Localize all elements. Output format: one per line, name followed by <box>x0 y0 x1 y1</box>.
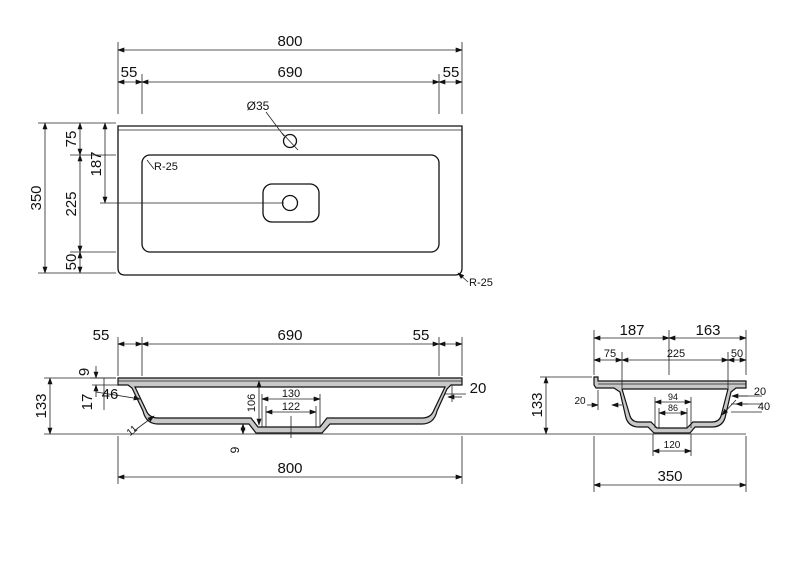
side-dim-187-163: 187 163 <box>593 322 747 375</box>
plan-inner-radius-label: R-25 <box>154 161 178 173</box>
plan-drain-hole <box>281 194 299 212</box>
front-rim-46-label: 46 <box>102 386 119 403</box>
front-height-label: 133 <box>33 393 50 418</box>
plan-back-edge-label: 75 <box>63 131 80 148</box>
side-dim-350: 350 <box>593 436 747 492</box>
side-base-label: 120 <box>664 440 681 451</box>
front-dim-106: 106 <box>246 380 262 426</box>
side-dim-20-40-right: 20 40 <box>721 386 770 416</box>
plan-tap-hole-callout: Ø35 <box>247 99 299 151</box>
side-overall-depth-label: 350 <box>657 468 682 485</box>
plan-dim-187: 187 <box>88 122 284 204</box>
front-dim-800: 800 <box>117 436 463 484</box>
front-inner-width-label: 690 <box>277 327 302 344</box>
plan-bowl-outline <box>141 154 440 253</box>
side-outlet-86-label: 86 <box>668 403 678 413</box>
side-height-label: 133 <box>529 392 546 417</box>
front-outlet-122-label: 122 <box>282 401 300 413</box>
front-section-view: 55 690 55 133 9 17 46 106 <box>33 327 580 484</box>
plan-left-margin-label: 55 <box>121 64 138 81</box>
side-dim-133: 133 <box>529 376 746 435</box>
front-dim-55-690-55: 55 690 55 <box>93 327 463 376</box>
side-dim-120: 120 <box>652 434 692 456</box>
plan-outer-radius-label: R-25 <box>469 277 493 289</box>
plan-outer-radius-callout: R-25 <box>457 272 493 289</box>
plan-front-edge-label: 50 <box>63 254 80 271</box>
plan-outline <box>117 125 463 276</box>
side-dim-75-225-50: 75 225 50 <box>593 348 747 388</box>
side-front-label: 50 <box>731 348 743 360</box>
plan-inner-radius-callout: R-25 <box>146 159 178 173</box>
plan-right-margin-label: 55 <box>443 64 460 81</box>
plan-bowl-depth-label: 225 <box>63 191 80 216</box>
front-rim-9-label: 9 <box>76 368 93 376</box>
side-back-label: 75 <box>604 348 616 360</box>
front-right-20-label: 20 <box>470 380 487 397</box>
front-left-margin-label: 55 <box>93 327 110 344</box>
front-dim-11: 11 <box>125 415 155 439</box>
plan-dim-75-225-50: 75 225 50 <box>63 122 116 274</box>
side-rear-label: 163 <box>695 322 720 339</box>
side-to-drain-label: 187 <box>619 322 644 339</box>
plan-tap-hole-label: Ø35 <box>247 99 270 113</box>
front-dim-9-bottom: 9 <box>228 423 246 453</box>
side-section-view: 187 163 75 225 50 133 20 <box>529 322 770 492</box>
plan-depth-label: 350 <box>28 185 45 210</box>
front-wall-11-label: 11 <box>125 423 140 438</box>
plan-dim-800: 800 <box>117 33 463 114</box>
side-bowl-label: 225 <box>667 348 685 360</box>
front-bottom-9-label: 9 <box>228 446 242 453</box>
plan-dim-55-690-55: 55 690 55 <box>117 64 463 114</box>
plan-width-label: 800 <box>277 33 302 50</box>
front-bowl-depth-label: 106 <box>246 394 258 412</box>
front-dim-outlet: 130 122 <box>261 388 321 438</box>
side-dim-outlet: 94 86 <box>654 392 692 428</box>
front-rim-17-label: 17 <box>79 394 96 411</box>
front-right-margin-label: 55 <box>413 327 430 344</box>
side-right-40-label: 40 <box>758 401 770 413</box>
plan-tap-hole <box>282 133 298 149</box>
plan-view: 800 55 690 55 Ø35 R-25 R-25 <box>28 33 493 289</box>
front-overall-width-label: 800 <box>277 460 302 477</box>
plan-inner-width-label: 690 <box>277 64 302 81</box>
side-left-20-label: 20 <box>574 396 586 407</box>
front-rim-dims: 9 17 46 <box>76 366 141 411</box>
plan-to-drain-label: 187 <box>88 151 105 176</box>
side-dim-20-left: 20 <box>574 390 622 410</box>
front-outlet-130-label: 130 <box>282 388 300 400</box>
side-right-20-label: 20 <box>754 386 766 398</box>
side-outlet-94-label: 94 <box>668 392 678 402</box>
front-dim-20: 20 <box>445 380 486 402</box>
